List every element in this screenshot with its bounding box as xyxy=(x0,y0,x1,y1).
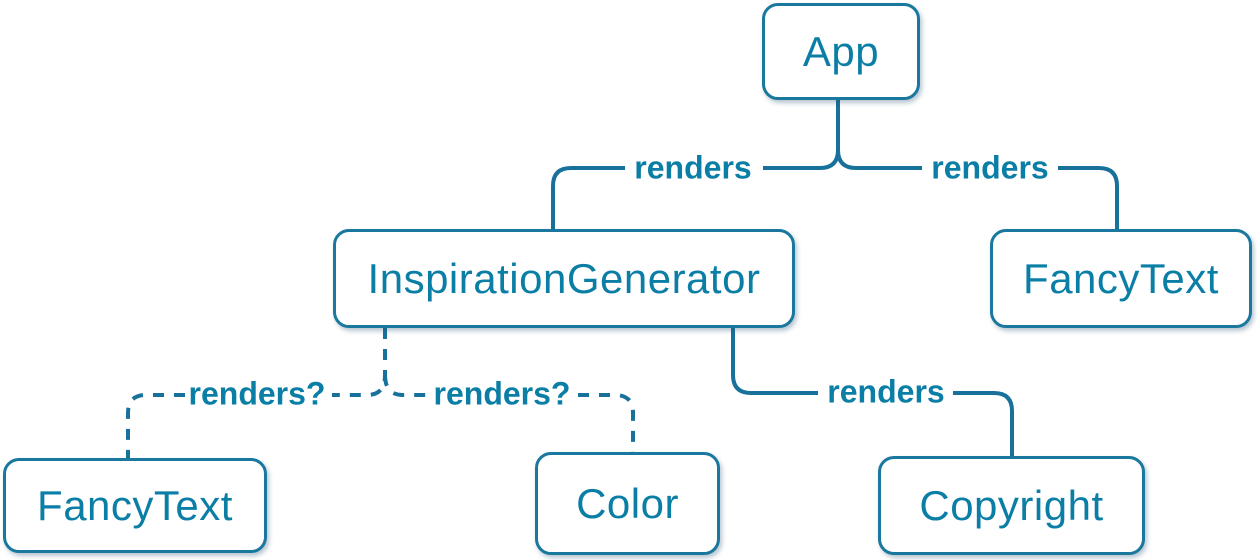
node-app: App xyxy=(762,3,920,100)
edge-inspirationgenerator-color xyxy=(383,374,635,452)
edge-label-renders-5: renders xyxy=(827,373,945,410)
node-copyright-label: Copyright xyxy=(919,481,1104,529)
node-color: Color xyxy=(535,452,720,555)
node-fancy-text-top: FancyText xyxy=(990,229,1252,328)
edge-app-fancytext xyxy=(836,100,1119,229)
node-app-label: App xyxy=(802,27,880,75)
node-fancy-text-bottom: FancyText xyxy=(3,458,267,553)
node-fancy-text-top-label: FancyText xyxy=(1023,254,1219,302)
edge-label-renders-2: renders xyxy=(931,149,1049,186)
edge-label-renders-3: renders? xyxy=(188,375,326,412)
node-inspiration-generator: InspirationGenerator xyxy=(333,229,795,328)
node-fancy-text-bottom-label: FancyText xyxy=(37,481,233,529)
node-copyright: Copyright xyxy=(878,456,1145,555)
edge-label-renders-4: renders? xyxy=(433,375,571,412)
edge-label-renders-1: renders xyxy=(634,149,752,186)
edge-inspirationgenerator-copyright xyxy=(731,328,1014,456)
node-color-label: Color xyxy=(576,479,679,527)
node-inspiration-generator-label: InspirationGenerator xyxy=(367,254,761,302)
